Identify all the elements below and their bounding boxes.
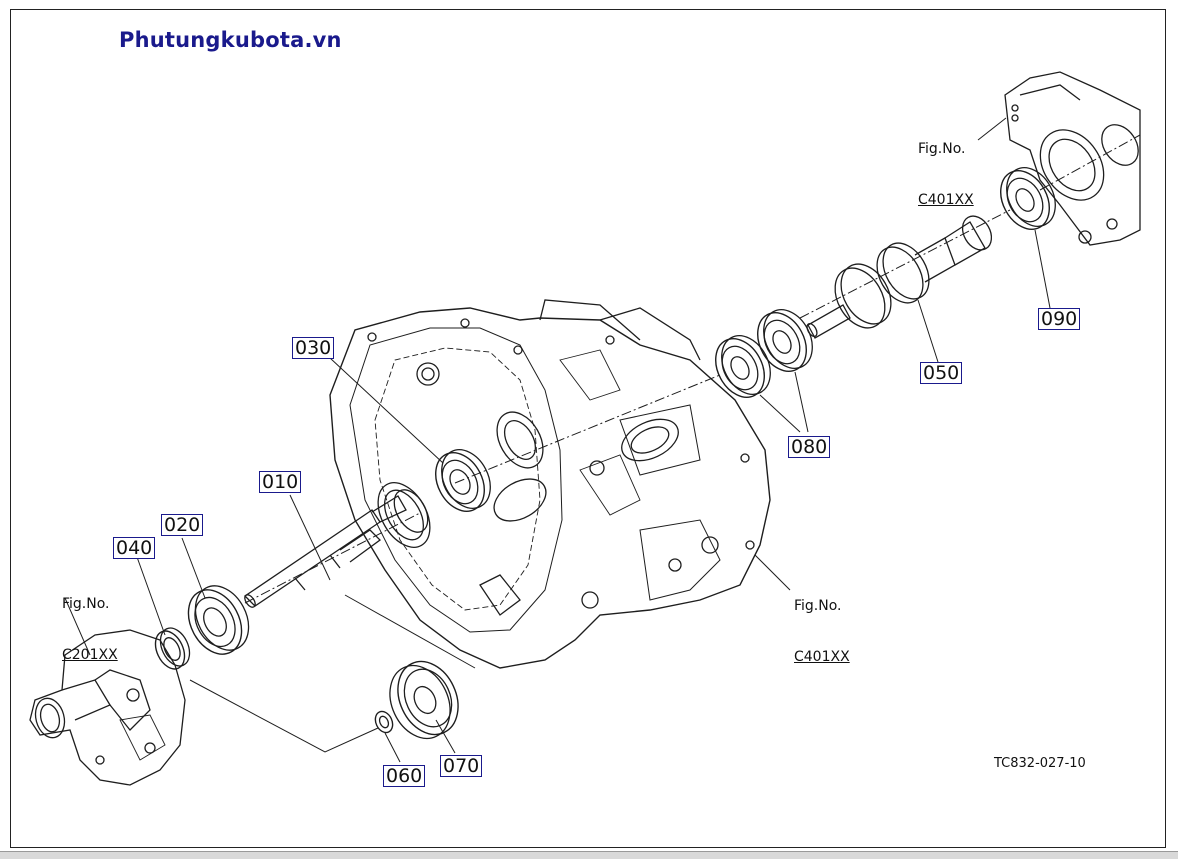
fig-ref-left: Fig.No. C201XX: [62, 562, 118, 681]
bearing-030: [435, 449, 491, 512]
bearing-020: [187, 585, 250, 655]
fig-ref-center-code: C401XX: [794, 649, 850, 665]
fig-ref-top-right-label: Fig.No.: [918, 141, 966, 157]
fig-ref-center-label: Fig.No.: [794, 598, 842, 614]
callout-070[interactable]: 070: [440, 755, 483, 777]
callout-020[interactable]: 020: [161, 514, 204, 536]
callout-050[interactable]: 050: [920, 362, 963, 384]
callout-030[interactable]: 030: [292, 337, 335, 359]
bearing-090: [1000, 167, 1056, 230]
ring-040: [154, 627, 191, 670]
leader-lines: [64, 117, 1051, 763]
callout-010[interactable]: 010: [259, 471, 302, 493]
bottom-edge: [0, 851, 1178, 859]
callout-040[interactable]: 040: [113, 537, 156, 559]
gear-070: [389, 660, 459, 740]
fig-ref-top-right-code: C401XX: [918, 192, 974, 208]
watermark: Phutungkubota.vn: [119, 28, 342, 52]
fig-ref-left-label: Fig.No.: [62, 596, 110, 612]
callout-080[interactable]: 080: [788, 436, 831, 458]
fig-ref-left-code: C201XX: [62, 647, 118, 663]
drawing-code: TC832-027-10: [994, 756, 1086, 771]
axis-lines: [244, 134, 1141, 604]
fig-ref-center: Fig.No. C401XX: [794, 564, 850, 683]
transmission-case: [329, 299, 771, 669]
drawing-frame: [10, 9, 1166, 848]
front-housing: [29, 629, 186, 786]
callout-060[interactable]: 060: [383, 765, 426, 787]
ring-060: [374, 710, 394, 734]
fig-ref-top-right: Fig.No. C401XX: [918, 107, 974, 226]
rear-cover: [1004, 71, 1141, 246]
shaft-050: [806, 215, 993, 339]
shaft-010: [243, 482, 431, 608]
callout-090[interactable]: 090: [1038, 308, 1081, 330]
